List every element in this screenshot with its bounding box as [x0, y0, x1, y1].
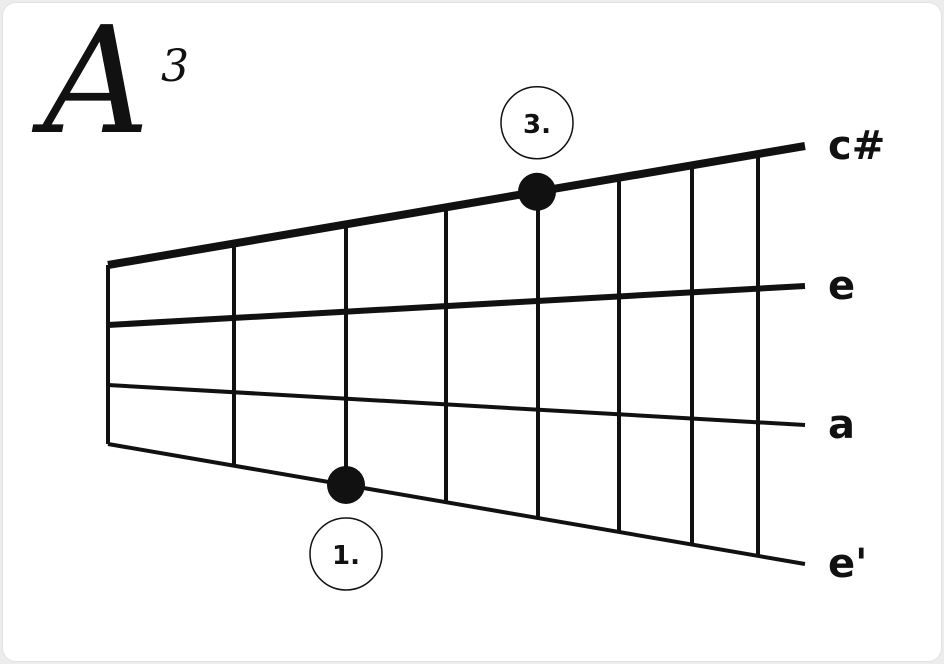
chord-root: A [43, 2, 150, 167]
string-label: c# [828, 123, 885, 169]
string-line [107, 383, 806, 427]
finger-dot [518, 172, 556, 211]
string-line [107, 142, 806, 269]
finger-number-label: 1. [332, 541, 360, 571]
string-label: e [828, 263, 855, 309]
finger-dot [327, 465, 365, 504]
chord-title: A 3 [43, 7, 189, 155]
string-line [107, 442, 806, 566]
finger-number-circle [309, 517, 383, 591]
finger-number-circle [500, 86, 574, 160]
finger-number-label: 3. [523, 110, 551, 140]
finger-markers: 3. 1. [309, 86, 574, 591]
string-label: e' [828, 541, 867, 587]
string-label: a [828, 402, 855, 448]
frets [106, 154, 760, 556]
strings [107, 142, 806, 566]
chord-extension: 3 [161, 41, 189, 92]
string-labels: c# e a e' [828, 123, 885, 587]
string-line [107, 283, 806, 328]
